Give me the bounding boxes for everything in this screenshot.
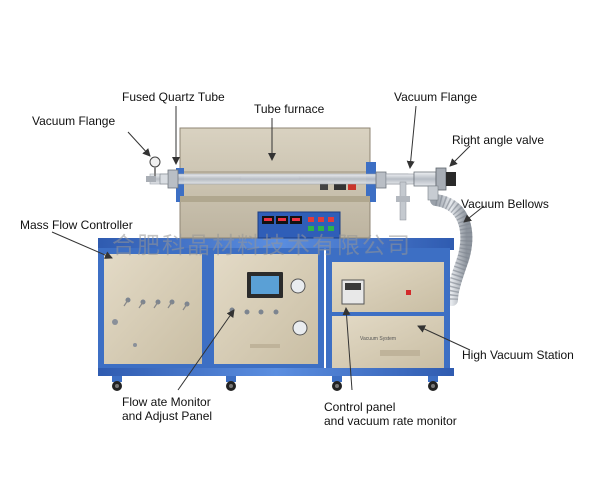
label-vacuum-flange-right: Vacuum Flange [394,90,478,104]
label-vacuum-flange-left: Vacuum Flange [32,114,116,128]
arrow-control-panel [342,307,353,391]
label-mass-flow-controller: Mass Flow Controller [20,218,133,232]
fused-quartz-tube [149,173,409,185]
flow-rate-monitor-cabinet [208,248,324,370]
arrow-vacuum-bellows [463,205,485,223]
right-vacuum-flange [375,171,415,221]
arrow-right-angle-valve [449,145,471,167]
label-control-panel-2: and vacuum rate monitor [324,414,457,428]
left-vacuum-flange [146,156,179,189]
label-flow-rate-monitor-1: Flow ate Monitor [122,395,211,409]
mass-flow-controller-cabinet [98,248,208,370]
label-high-vacuum-station: High Vacuum Station [462,348,574,362]
arrow-mass-flow-controller [51,231,113,259]
casters [112,376,438,391]
arrow-vacuum-flange-left [127,131,151,157]
label-control-panel-1: Control panel [324,400,396,414]
frame-top-beam [98,238,454,250]
right-angle-valve [413,167,456,201]
arrow-high-vacuum-station [417,325,471,351]
vacuum-bellows [430,194,473,306]
label-flow-rate-monitor-2: and Adjust Panel [122,409,213,423]
pointer-arrows [51,105,485,391]
label-right-angle-valve: Right angle valve [452,133,545,147]
label-tube-furnace: Tube furnace [254,102,325,116]
high-vacuum-station-panel: Vacuum System [332,316,444,368]
vacuum-system-text: Vacuum System [360,336,396,342]
company-watermark: 合肥科晶材料技术有限公司 [112,233,412,259]
label-vacuum-bellows: Vacuum Bellows [461,197,549,211]
label-fused-quartz-tube: Fused Quartz Tube [122,90,225,104]
frame-bottom-beam [98,368,454,376]
arrow-vacuum-flange-right [406,105,417,169]
arrow-flow-rate-monitor [177,309,235,391]
